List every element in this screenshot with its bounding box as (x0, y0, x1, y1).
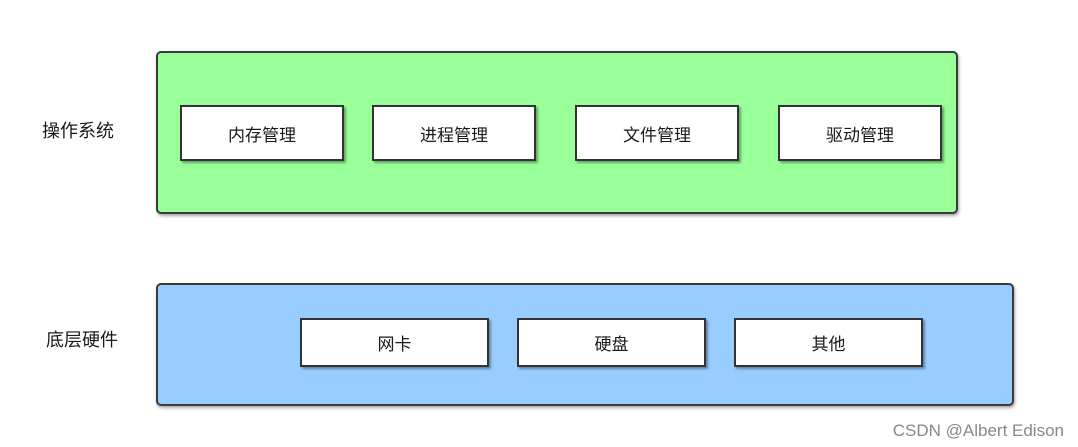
os-layer-label: 操作系统 (42, 121, 114, 142)
module-driver-management: 驱动管理 (778, 105, 942, 161)
hardware-layer-label: 底层硬件 (46, 330, 118, 351)
module-process-management: 进程管理 (372, 105, 536, 161)
module-other: 其他 (734, 318, 923, 367)
module-network-card: 网卡 (300, 318, 489, 367)
os-layer-box: 内存管理 进程管理 文件管理 驱动管理 (156, 51, 958, 214)
watermark: CSDN @Albert Edison (892, 421, 1064, 440)
module-hard-disk: 硬盘 (517, 318, 706, 367)
hardware-layer-box: 网卡 硬盘 其他 (156, 283, 1014, 406)
module-file-management: 文件管理 (575, 105, 739, 161)
module-memory-management: 内存管理 (180, 105, 344, 161)
